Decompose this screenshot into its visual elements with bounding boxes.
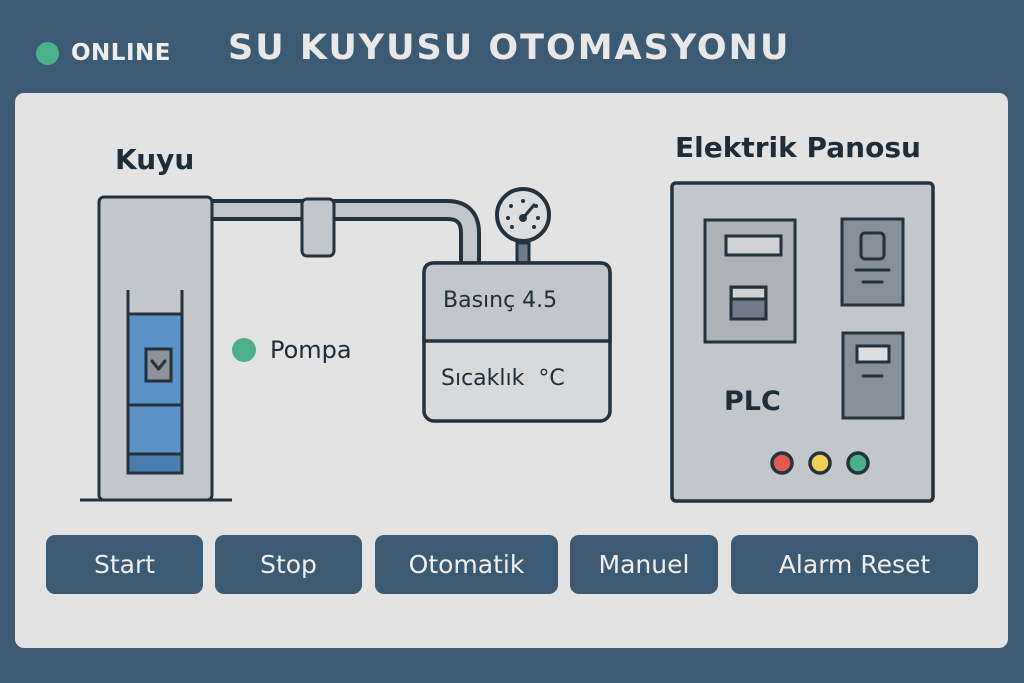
tank-icon <box>422 261 612 423</box>
status-dot-icon <box>36 41 59 65</box>
page-title: SU KUYUSU OTOMASYONU <box>228 28 791 68</box>
pump-status-dot-icon <box>232 338 256 362</box>
status-label: ONLINE <box>71 40 171 66</box>
pump-status: Pompa <box>232 336 352 364</box>
green-light-icon <box>846 451 870 475</box>
well-label: Kuyu <box>115 143 195 176</box>
main-panel: Kuyu Elektrik Panosu Pompa Basınç 4.5 Sı… <box>15 93 1008 648</box>
start-button[interactable]: Start <box>46 535 203 594</box>
indicator-lights <box>770 451 870 475</box>
pipe-icon <box>213 197 481 267</box>
otomatik-button[interactable]: Otomatik <box>375 535 558 594</box>
pressure-readout: Basınç 4.5 <box>443 288 558 313</box>
temperature-readout: Sıcaklık °C <box>441 366 565 391</box>
yellow-light-icon <box>808 451 832 475</box>
red-light-icon <box>770 451 794 475</box>
electrical-panel-title: Elektrik Panosu <box>675 131 921 164</box>
plc-label: PLC <box>724 386 781 417</box>
well-pump-icon <box>80 195 232 502</box>
pressure-gauge-icon <box>495 187 551 267</box>
pump-label: Pompa <box>270 336 352 364</box>
manuel-button[interactable]: Manuel <box>570 535 718 594</box>
stop-button[interactable]: Stop <box>215 535 362 594</box>
connection-status: ONLINE <box>36 40 171 66</box>
alarm-reset-button[interactable]: Alarm Reset <box>731 535 978 594</box>
process-diagram <box>80 181 935 503</box>
header-bar: ONLINE SU KUYUSU OTOMASYONU <box>0 0 1024 93</box>
electrical-cabinet-icon <box>670 181 935 503</box>
